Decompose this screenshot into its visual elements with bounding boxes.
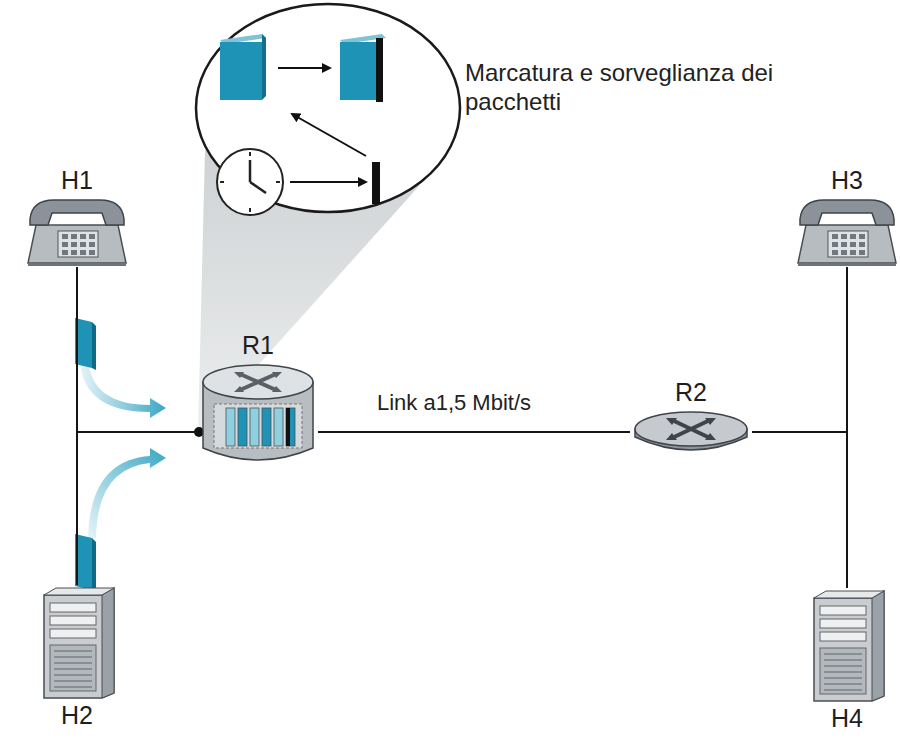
host-server: H4 xyxy=(795,588,899,733)
node-label: R1 xyxy=(198,330,318,360)
network-link xyxy=(77,267,198,432)
phone-icon xyxy=(15,195,139,267)
router: R2 xyxy=(630,377,752,457)
host-server: H2 xyxy=(20,585,134,730)
phone-icon xyxy=(792,195,900,267)
node-label: H4 xyxy=(795,703,899,733)
arrow xyxy=(292,114,366,156)
node-label: H3 xyxy=(792,165,900,195)
clock-symbol xyxy=(217,149,283,215)
callout-caption: Marcatura e sorveglianza dei pacchetti xyxy=(465,58,775,116)
node-label: H2 xyxy=(20,700,134,730)
disc-icon xyxy=(630,407,752,457)
node-label: H1 xyxy=(15,165,139,195)
link-label: Link a1,5 Mbit/s xyxy=(375,390,533,416)
network-link xyxy=(752,432,847,588)
token-mark xyxy=(372,162,380,204)
server-icon xyxy=(20,585,134,700)
arrow xyxy=(278,67,330,69)
network-link xyxy=(752,267,847,432)
network-link xyxy=(77,432,198,585)
network-link xyxy=(318,431,630,433)
router: R1 xyxy=(198,330,318,470)
arrow xyxy=(290,181,366,183)
packet-flow xyxy=(75,318,166,418)
packet xyxy=(220,34,266,100)
node-label: R2 xyxy=(630,377,752,407)
server-icon xyxy=(795,588,899,703)
packet-flow xyxy=(75,448,166,592)
marked-packet xyxy=(340,34,386,102)
host-phone: H3 xyxy=(792,165,900,267)
host-phone: H1 xyxy=(15,165,139,267)
router-icon xyxy=(198,360,318,470)
